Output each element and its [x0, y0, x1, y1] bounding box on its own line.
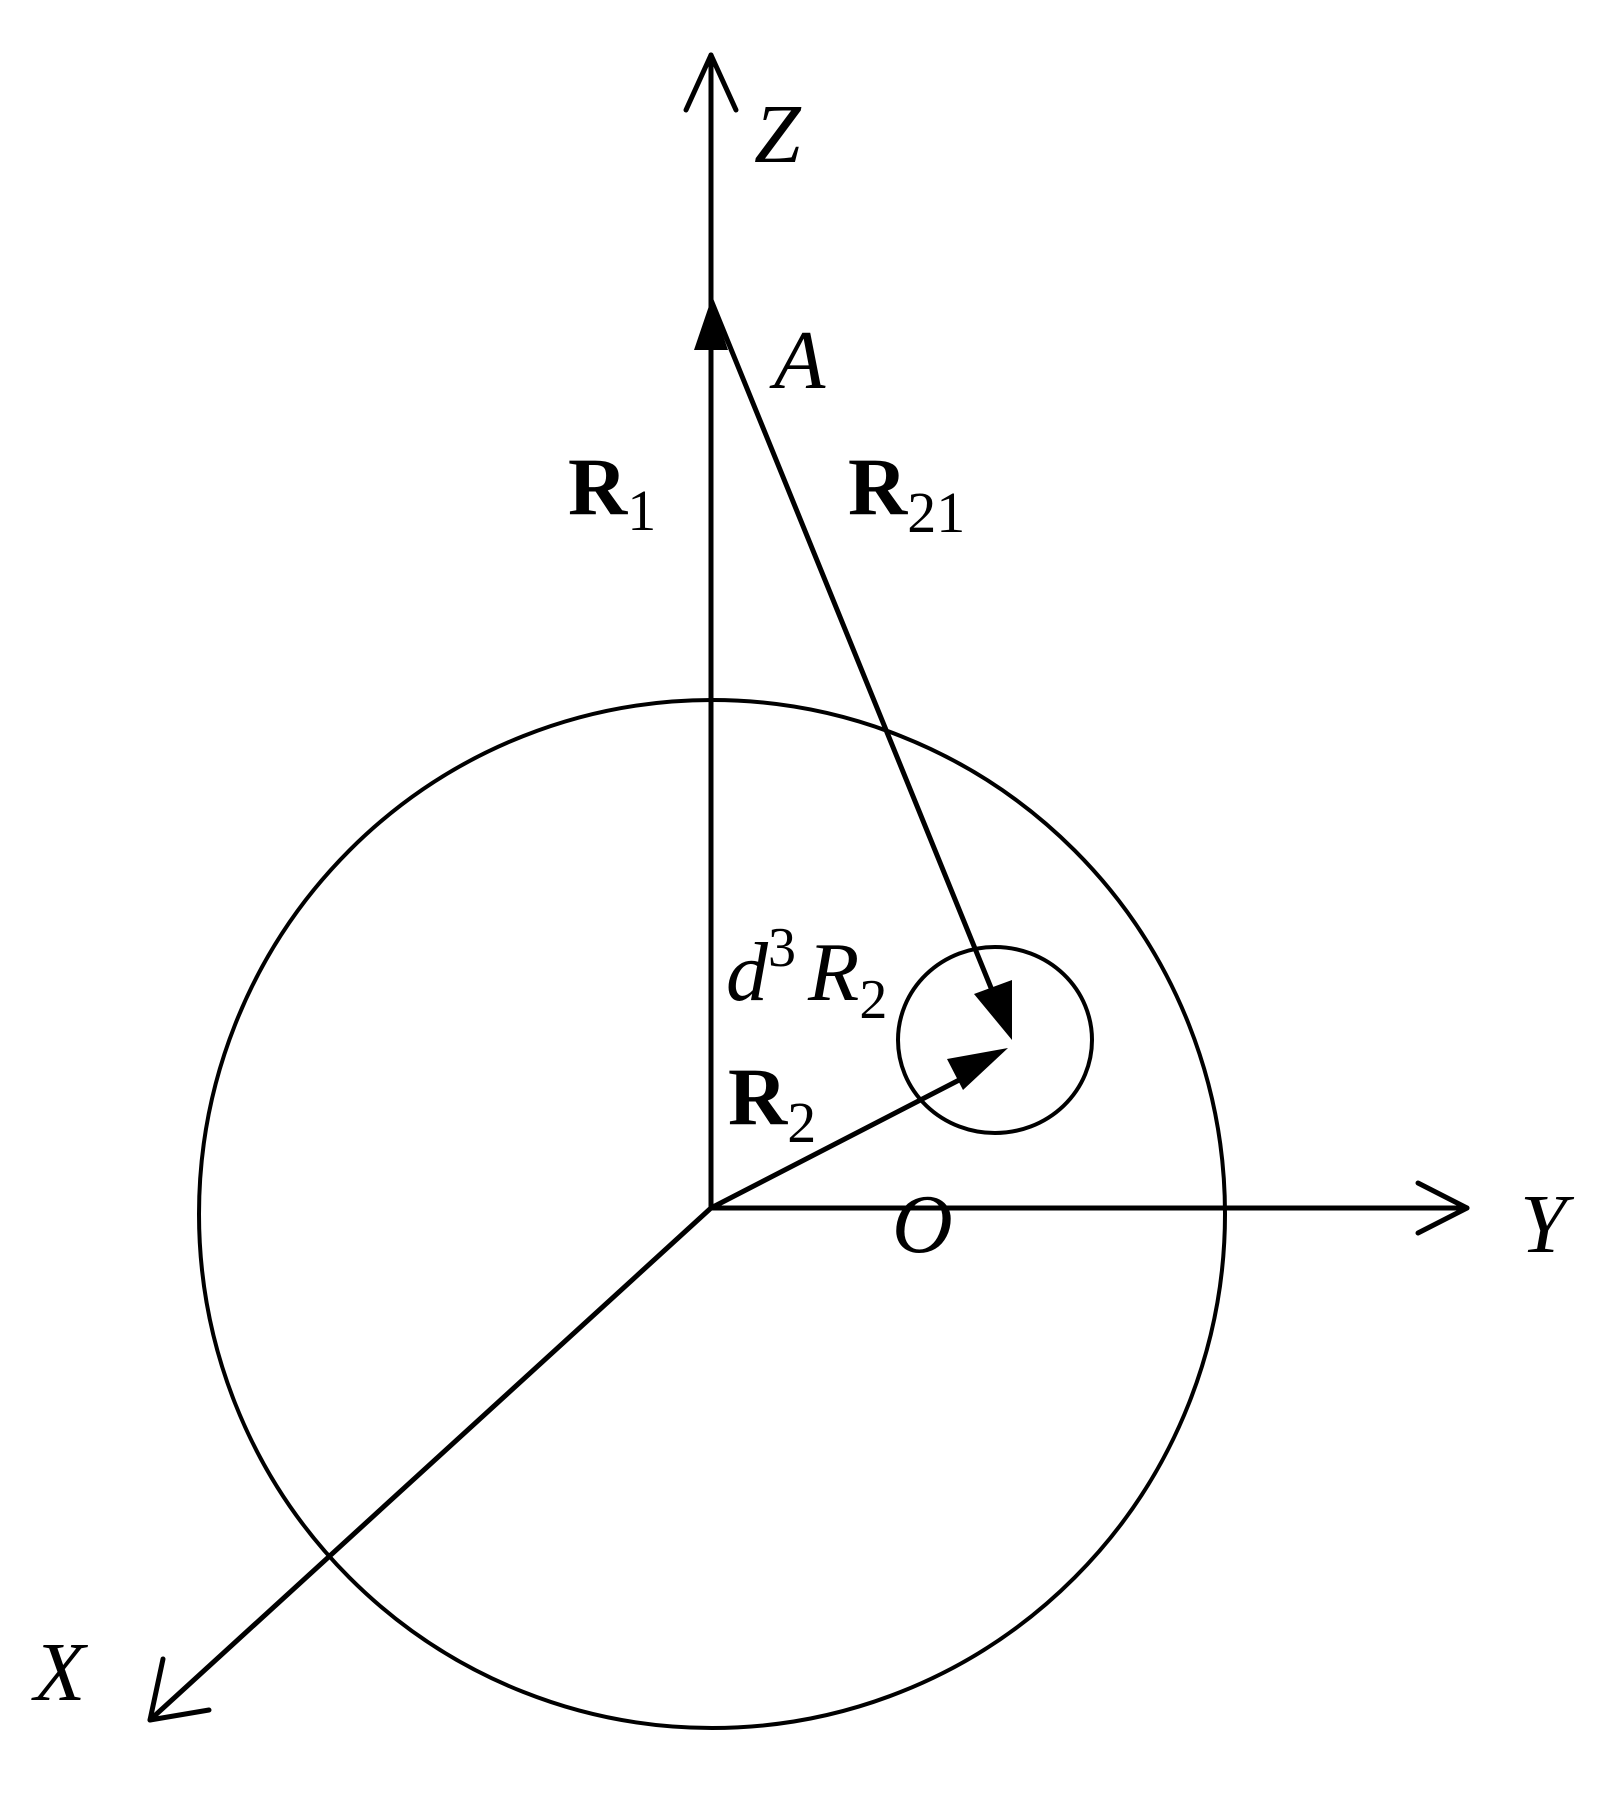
y-axis-label: Y [1520, 1178, 1575, 1271]
z-axis-arrowhead [683, 52, 739, 113]
x-axis-arrowhead [147, 1656, 212, 1723]
volume-element-circle [896, 945, 1094, 1135]
z-axis [683, 52, 739, 1211]
z-axis-label: Z [754, 88, 802, 181]
r1-label: R1 [568, 441, 656, 543]
point-a-label: A [769, 314, 826, 407]
y-axis-arrowhead [1415, 1180, 1470, 1236]
r2-vector [708, 1048, 1008, 1211]
origin-label: O [892, 1178, 953, 1271]
y-axis [708, 1180, 1470, 1236]
r21-label: R21 [848, 441, 965, 545]
x-axis-label: X [31, 1626, 89, 1719]
r21-vector-arrowhead [974, 980, 1012, 1040]
r2-label: R2 [728, 1051, 816, 1155]
r2-vector-arrowhead [947, 1048, 1008, 1090]
r21-vector [708, 297, 1012, 1040]
r1-vector-arrowhead [694, 300, 728, 350]
x-axis [147, 1205, 714, 1723]
